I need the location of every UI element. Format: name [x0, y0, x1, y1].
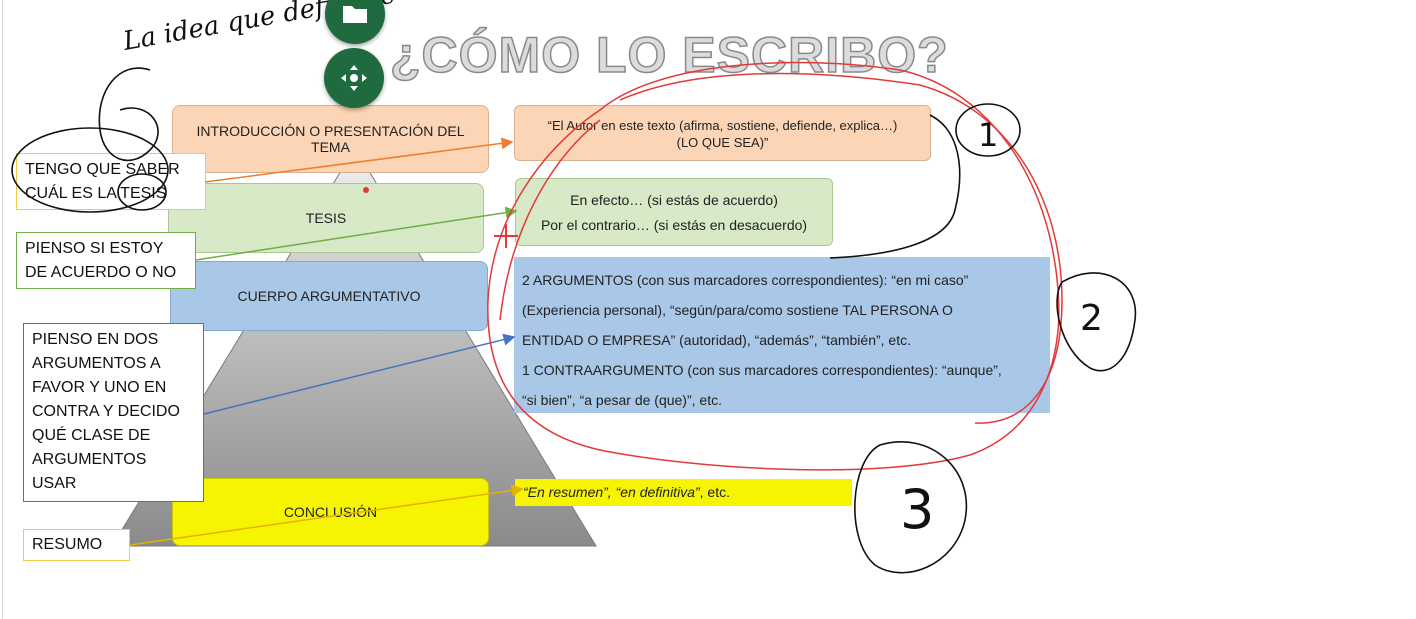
acuerdo-note: PIENSO SI ESTOY DE ACUERDO O NO [16, 232, 196, 289]
argumentos-note-text: PIENSO EN DOS ARGUMENTOS A FAVOR Y UNO E… [32, 331, 180, 492]
intro-example-line1: “El Autor en este texto (afirma, sostien… [547, 118, 898, 133]
slide-title: ¿CÓMO LO ESCRIBO? [389, 26, 949, 84]
tesis-example-line2: Por el contrario… (si estás en desacuerd… [540, 217, 808, 233]
move-icon [341, 65, 367, 91]
cuerpo-example-line1: 2 ARGUMENTOS (con sus marcadores corresp… [522, 272, 969, 288]
cuerpo-example-line4: 1 CONTRAARGUMENTO (con sus marcadores co… [522, 362, 1002, 378]
conclusion-example-etc: , etc. [699, 484, 730, 500]
conclusion-level-label: CONCLUSIÓN [283, 504, 378, 520]
intro-example: “El Autor en este texto (afirma, sostien… [514, 105, 931, 161]
folder-icon [343, 6, 367, 23]
cuerpo-example: 2 ARGUMENTOS (con sus marcadores corresp… [514, 257, 1050, 413]
cuerpo-example-line2: (Experiencia personal), “según/para/como… [522, 302, 953, 318]
cuerpo-example-line5: “si bien”, “a pesar de (que)”, etc. [522, 392, 722, 408]
tesis-note: TENGO QUE SABER CUÁL ES LA TESIS [16, 153, 206, 210]
cuerpo-example-line3: ENTIDAD O EMPRESA” (autoridad), “además”… [522, 332, 911, 348]
resumo-note: RESUMO [23, 529, 130, 561]
tesis-example-line1: En efecto… (si estás de acuerdo) [570, 192, 778, 208]
tesis-note-text: TENGO QUE SABER CUÁL ES LA TESIS [25, 161, 180, 202]
intro-level-label: INTRODUCCIÓN O PRESENTACIÓN DEL TEMA [196, 123, 465, 155]
argumentos-note: PIENSO EN DOS ARGUMENTOS A FAVOR Y UNO E… [23, 323, 204, 502]
conclusion-example-markers: “En resumen”, “en definitiva” [523, 484, 700, 500]
acuerdo-note-text: PIENSO SI ESTOY DE ACUERDO O NO [25, 240, 177, 281]
tesis-level-label: TESIS [305, 210, 347, 226]
tesis-level: TESIS [168, 183, 484, 253]
cuerpo-level: CUERPO ARGUMENTATIVO [170, 261, 488, 331]
canvas-edge [2, 0, 3, 619]
move-button[interactable] [324, 48, 384, 108]
intro-level: INTRODUCCIÓN O PRESENTACIÓN DEL TEMA [172, 105, 489, 173]
cuerpo-level-label: CUERPO ARGUMENTATIVO [237, 288, 421, 304]
intro-example-line2: (LO QUE SEA)” [676, 135, 769, 150]
tesis-example: En efecto… (si estás de acuerdo) Por el … [515, 178, 833, 246]
resumo-note-text: RESUMO [32, 536, 103, 553]
conclusion-level: CONCLUSIÓN [172, 478, 489, 546]
conclusion-example: “En resumen”, “en definitiva”, etc. [515, 479, 852, 506]
